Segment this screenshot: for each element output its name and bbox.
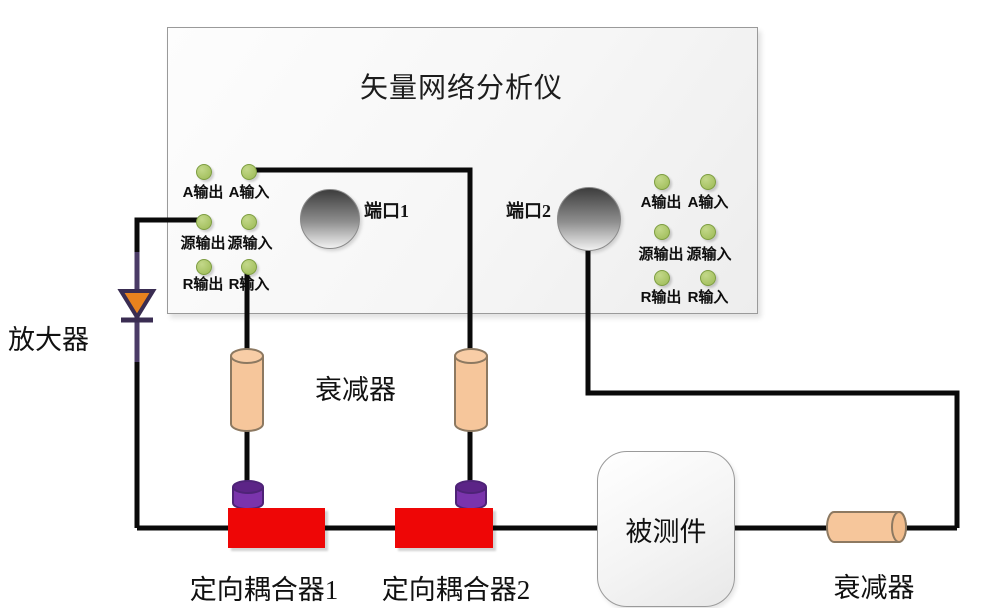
attenuator-middle-label: 衰减器 bbox=[315, 375, 396, 405]
coupler1-label: 定向耦合器1 bbox=[189, 575, 339, 605]
led-left-a-in bbox=[241, 164, 257, 180]
coupler2-connector-icon bbox=[455, 480, 487, 510]
coupler1-block bbox=[228, 508, 325, 548]
label-right-source-in: 源输入 bbox=[686, 246, 732, 263]
led-left-a-out bbox=[196, 164, 212, 180]
led-right-r-in bbox=[700, 270, 716, 286]
led-right-a-out bbox=[654, 174, 670, 190]
port2-label: 端口2 bbox=[506, 201, 551, 221]
label-right-a-out: A输出 bbox=[640, 194, 682, 211]
attenuator2-cylinder-icon bbox=[454, 348, 488, 432]
label-left-source-out: 源输出 bbox=[180, 235, 226, 252]
dut-box: 被测件 bbox=[597, 451, 735, 607]
led-left-r-out bbox=[196, 259, 212, 275]
coupler2-label: 定向耦合器2 bbox=[381, 575, 531, 605]
label-left-a-in: A输入 bbox=[228, 184, 270, 201]
attenuator1-cylinder-icon bbox=[230, 348, 264, 432]
label-left-r-out: R输出 bbox=[182, 276, 224, 293]
wire-a-in-to-attenuator2 bbox=[248, 167, 473, 353]
attenuator-right-cylinder-icon bbox=[826, 511, 907, 543]
led-right-source-in bbox=[700, 224, 716, 240]
label-right-r-in: R输入 bbox=[687, 289, 729, 306]
amplifier-diode-icon bbox=[117, 289, 157, 321]
label-right-r-out: R输出 bbox=[640, 289, 682, 306]
port1-knob bbox=[300, 189, 360, 249]
led-left-source-in bbox=[241, 214, 257, 230]
vna-title: 矢量网络分析仪 bbox=[359, 73, 563, 104]
led-left-source-out bbox=[196, 214, 212, 230]
label-left-r-in: R输入 bbox=[228, 276, 270, 293]
led-left-r-in bbox=[241, 259, 257, 275]
led-right-source-out bbox=[654, 224, 670, 240]
led-right-a-in bbox=[700, 174, 716, 190]
led-right-r-out bbox=[654, 270, 670, 286]
wire-source-out-to-amplifier bbox=[134, 217, 203, 256]
label-right-a-in: A输入 bbox=[687, 194, 729, 211]
label-right-source-out: 源输出 bbox=[638, 246, 684, 263]
coupler2-block bbox=[395, 508, 493, 548]
dut-label: 被测件 bbox=[625, 516, 707, 547]
label-left-source-in: 源输入 bbox=[227, 235, 273, 252]
attenuator-right-label: 衰减器 bbox=[833, 573, 915, 603]
coupler1-connector-icon bbox=[232, 480, 264, 510]
port1-label: 端口1 bbox=[364, 201, 409, 221]
wire-port2-to-attenuator-right bbox=[585, 246, 960, 528]
label-left-a-out: A输出 bbox=[182, 184, 224, 201]
port2-knob bbox=[557, 187, 621, 251]
amplifier-label: 放大器 bbox=[8, 325, 89, 355]
